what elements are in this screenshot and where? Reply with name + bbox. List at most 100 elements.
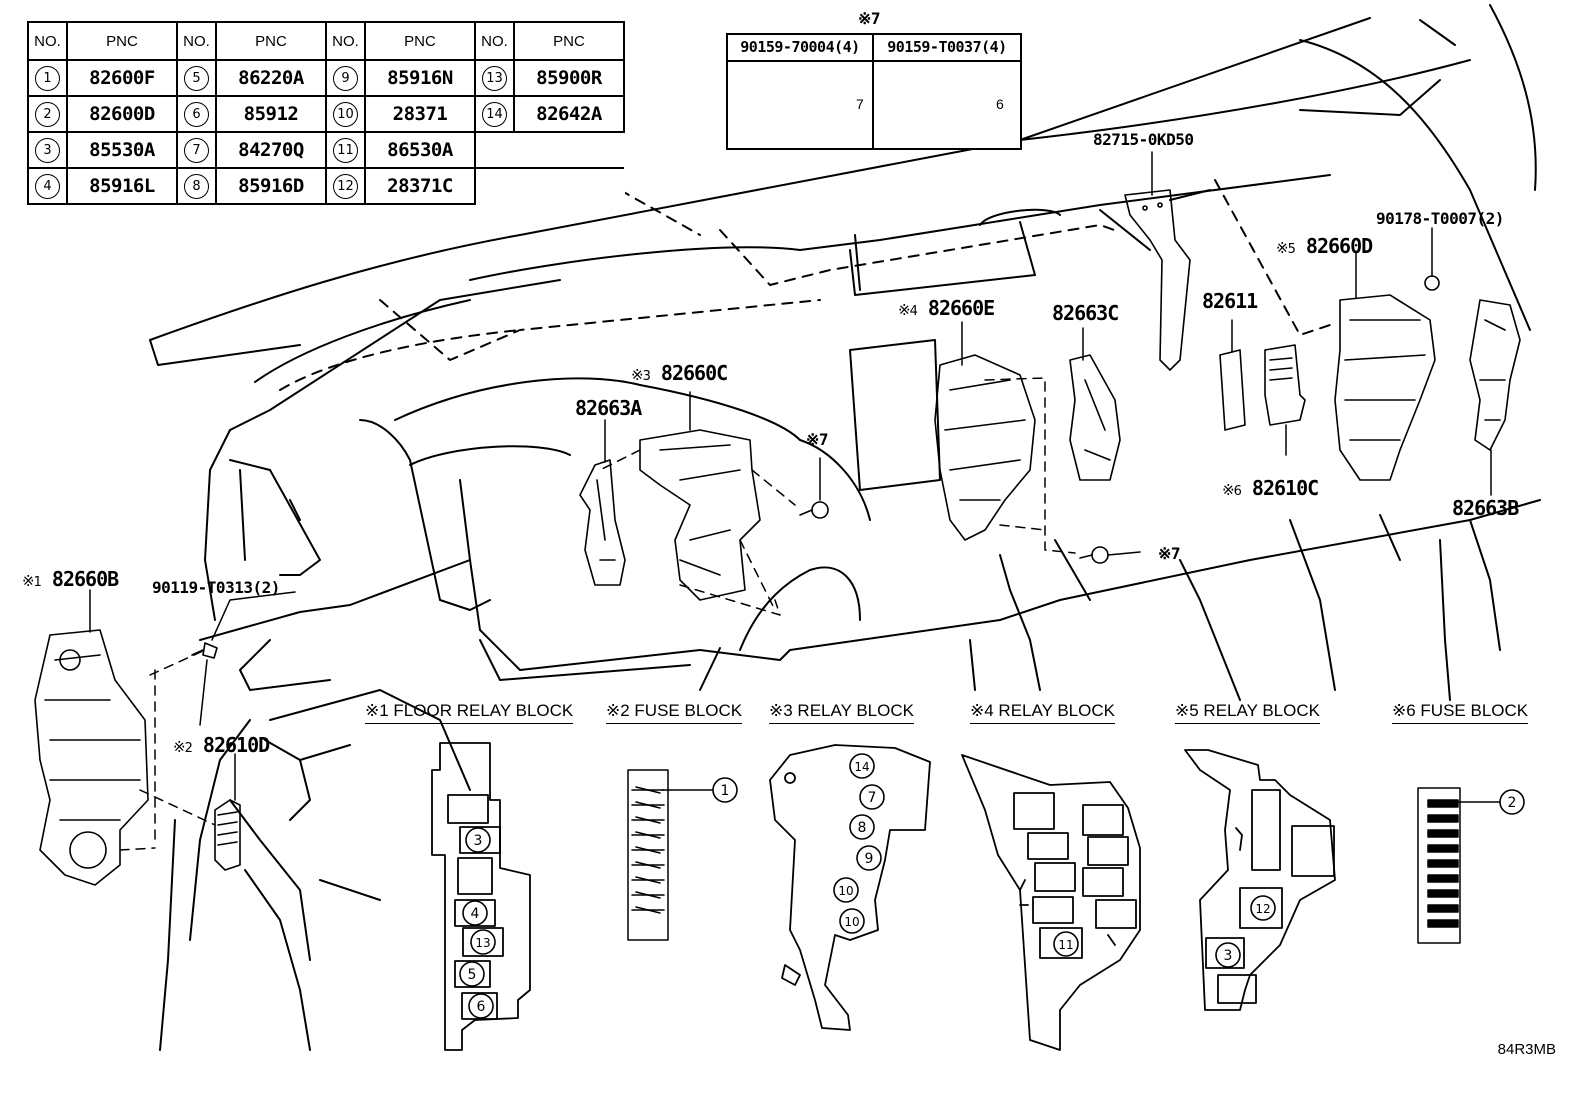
part-label-90119-t0313: 90119-T0313(2)	[152, 578, 280, 597]
callout-number: 14	[854, 760, 869, 774]
part-number: 82660D	[1305, 234, 1373, 258]
pnc-cell: 84270Q	[215, 131, 327, 169]
callout-number: 4	[471, 906, 480, 922]
bracket-82715-shape	[1124, 189, 1191, 371]
callout-circle: 8	[849, 814, 875, 840]
table-row: 2 82600D 6 85912 10 28371 14 82642A	[27, 95, 625, 133]
callout-number: 3	[474, 833, 483, 849]
mark-number: 6	[1233, 484, 1242, 499]
part-label-82663a: 82663A	[575, 396, 642, 420]
mark-symbol: ※	[22, 572, 35, 590]
pnc-cell: 85916N	[364, 59, 476, 97]
diagram-code: 84R3MB	[1497, 1041, 1556, 1058]
pnc-cell: 85916D	[215, 167, 327, 205]
callout-circle: 6	[468, 993, 494, 1019]
callout-circle: 2	[1499, 789, 1525, 815]
part-label-82611: 82611	[1202, 289, 1258, 313]
floor-relay-block-82660b-shape	[34, 629, 149, 886]
relay-block-3-diagram	[769, 744, 931, 1031]
part-number: 82660B	[51, 567, 119, 591]
callout-number: 10	[333, 101, 358, 127]
floor-relay-block-diagram	[431, 742, 531, 1051]
block-title-fuse-2: ※2 FUSE BLOCK	[606, 701, 743, 724]
bolt-right-part: 90159-T0037(4)	[874, 35, 1020, 62]
mark-number: 2	[184, 741, 193, 756]
mark-symbol: ※	[898, 301, 911, 319]
callout-circle: 9	[856, 845, 882, 871]
callout-number: 13	[482, 65, 507, 91]
callout-number: 9	[333, 65, 358, 91]
part-label-82715-0kd50: 82715-0KD50	[1093, 130, 1194, 149]
mark-number: 5	[1287, 242, 1296, 257]
pnc-cell: 85916L	[66, 167, 178, 205]
header-no: NO.	[27, 21, 68, 61]
callout-number: 7	[184, 137, 209, 163]
pnc-cell: 86530A	[364, 131, 476, 169]
mark-number: 1	[33, 575, 42, 590]
bracket-82663c-shape	[1069, 354, 1121, 481]
callout-number: 8	[858, 820, 867, 836]
pnc-cell: 82600F	[66, 59, 178, 97]
callout-number: 12	[333, 173, 358, 199]
callout-number: 8	[184, 173, 209, 199]
callout-circle: 7	[859, 784, 885, 810]
leader-lines	[89, 151, 1492, 801]
part-label-82660d: ※5 82660D	[1276, 234, 1373, 258]
callout-number: 12	[1255, 902, 1270, 916]
callout-circle: 10	[833, 877, 859, 903]
bolt-left-dimension: 7	[856, 96, 864, 112]
header-no: NO.	[325, 21, 366, 61]
mark-number: 3	[642, 369, 651, 384]
bolt-mark-7-upper: ※7	[806, 430, 829, 449]
callout-circle: 3	[465, 827, 491, 853]
callout-number: 10	[838, 884, 853, 898]
callout-number: 9	[865, 851, 874, 867]
header-pnc: PNC	[364, 21, 476, 61]
bolt-box-divider	[872, 35, 874, 148]
relay-block-82660c-shape	[639, 429, 761, 601]
header-pnc: PNC	[66, 21, 178, 61]
pnc-cell: 82642A	[513, 95, 625, 133]
callout-number: 14	[482, 101, 507, 127]
callout-number: 3	[35, 137, 60, 163]
callout-number: 5	[184, 65, 209, 91]
header-no: NO.	[474, 21, 515, 61]
bolt-mark-7-lower: ※7	[1158, 544, 1181, 563]
callout-number: 7	[868, 790, 877, 806]
callout-number: 2	[35, 101, 60, 127]
part-label-82663b: 82663B	[1452, 496, 1519, 520]
pnc-cell: 85900R	[513, 59, 625, 97]
pnc-reference-table: NO. PNC NO. PNC NO. PNC NO. PNC 1 82600F…	[27, 21, 625, 205]
part-label-82663c: 82663C	[1052, 301, 1119, 325]
header-pnc: PNC	[215, 21, 327, 61]
table-row: 1 82600F 5 86220A 9 85916N 13 85900R	[27, 59, 625, 97]
pnc-cell: 85912	[215, 95, 327, 133]
header-pnc: PNC	[513, 21, 625, 61]
relay-block-4-diagram	[961, 754, 1141, 1051]
callout-circle: 11	[1053, 931, 1079, 957]
relay-block-82660d-shape	[1334, 294, 1436, 481]
bolt-fasteners	[191, 275, 1440, 659]
callout-number: 10	[844, 915, 859, 929]
part-82611-shape	[1219, 349, 1246, 431]
part-number: 82610D	[202, 733, 270, 757]
callout-number: 6	[184, 101, 209, 127]
callout-number: 2	[1508, 795, 1517, 811]
table-header-row: NO. PNC NO. PNC NO. PNC NO. PNC	[27, 21, 625, 61]
relay-block-5-diagram	[1184, 749, 1336, 1011]
block-title-relay-4: ※4 RELAY BLOCK	[970, 701, 1115, 724]
mark-symbol: ※	[1222, 481, 1235, 499]
fuse-block-6-diagram	[1417, 787, 1501, 944]
callout-number: 11	[333, 137, 358, 163]
table-row: 4 85916L 8 85916D 12 28371C	[27, 167, 624, 205]
part-label-82660b: ※1 82660B	[22, 567, 119, 591]
fuse-block-82610d-shape	[214, 799, 241, 871]
instrument-panel-outline	[149, 4, 1541, 1051]
callout-number: 1	[35, 65, 60, 91]
callout-circle: 14	[849, 753, 875, 779]
bolt-specification-box: 90159-70004(4) 90159-T0037(4) 7 6	[726, 33, 1022, 150]
callout-number: 13	[475, 936, 490, 950]
callout-number: 3	[1224, 948, 1233, 964]
